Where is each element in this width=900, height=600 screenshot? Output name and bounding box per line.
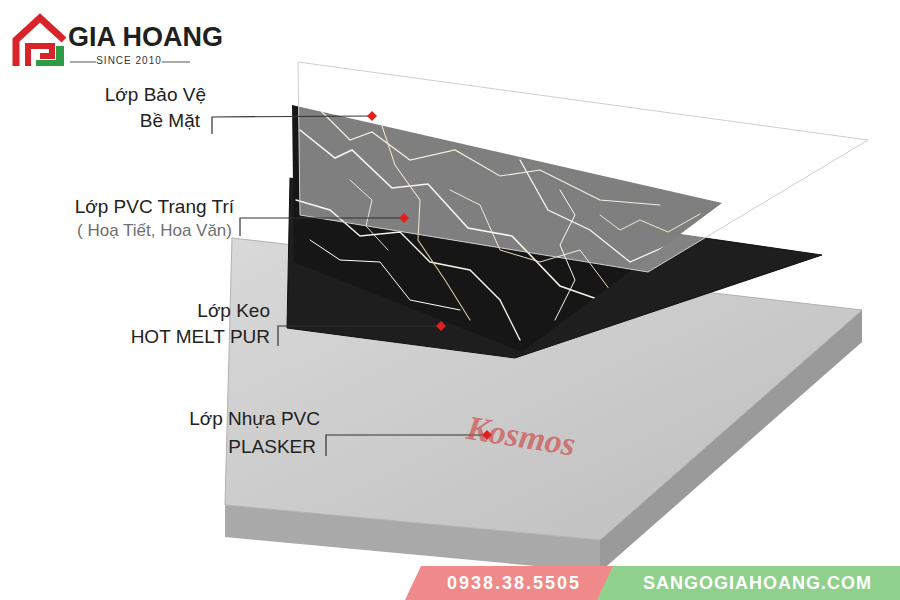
- layer-code: PLASKER: [228, 436, 316, 458]
- phone-bar: 0938.38.5505: [405, 566, 617, 600]
- layer-note: ( Hoạ Tiết, Hoa Văn): [77, 221, 232, 241]
- layer-name: Lớp Bảo Vệ: [105, 84, 206, 106]
- logo-icon: [16, 18, 64, 66]
- layer-name: Lớp PVC Trang Trí: [75, 196, 234, 218]
- bar-text: SANGOGIAHOANG.COM: [615, 573, 900, 594]
- layer-name: Bề Mặt: [140, 110, 200, 132]
- logo-rule: [162, 62, 190, 63]
- bar-text: 0938.38.5505: [419, 573, 609, 594]
- layer-code: HOT MELT PUR: [131, 326, 270, 348]
- layer-name: Lớp Nhựa PVC: [189, 408, 320, 430]
- brand-name: GIA HOANG: [68, 22, 223, 53]
- logo-rule: [70, 62, 96, 63]
- website-bar: SANGOGIAHOANG.COM: [597, 566, 900, 600]
- brand-since: SINCE 2010: [68, 55, 190, 67]
- leader-lines: [212, 116, 487, 456]
- layer-name: Lớp Keo: [197, 300, 270, 322]
- callout-dots: [367, 111, 492, 440]
- clear-sheet: [298, 62, 868, 272]
